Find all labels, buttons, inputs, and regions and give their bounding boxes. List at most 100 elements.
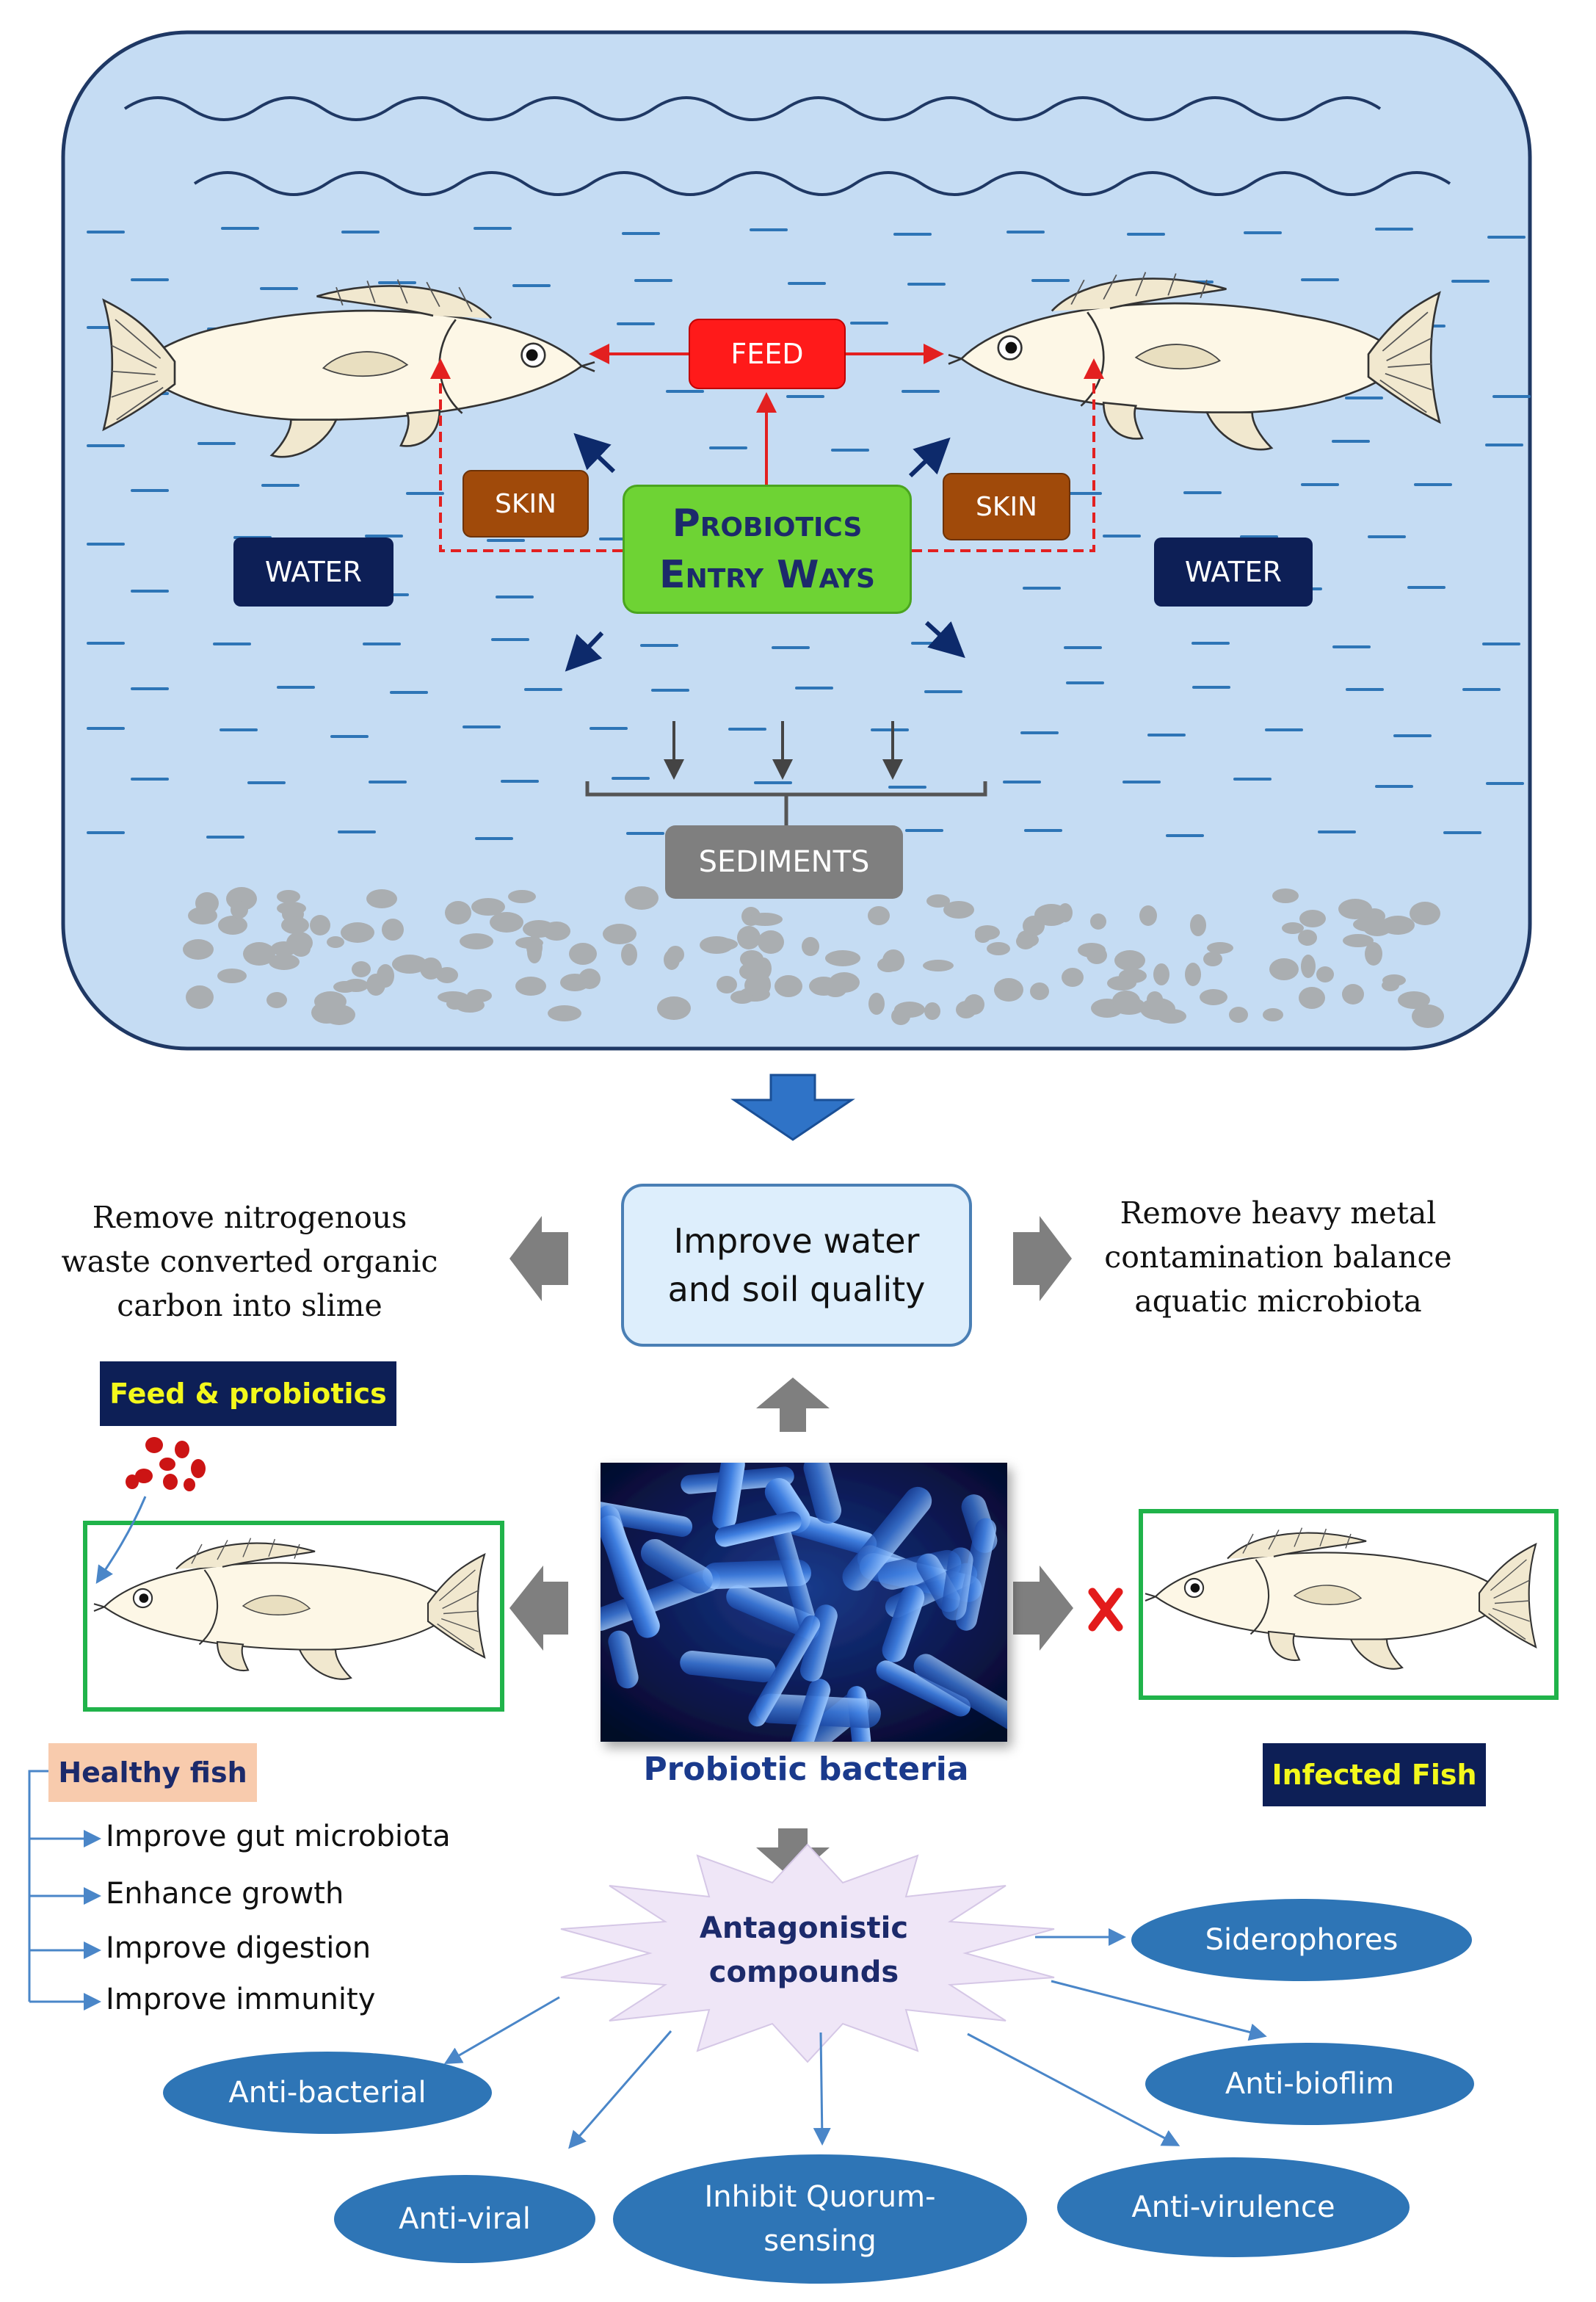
anti-virulence-label: Anti-virulence bbox=[1131, 2190, 1335, 2224]
sediment-dot bbox=[569, 943, 597, 965]
improve-quality-box: Improve water and soil quality bbox=[621, 1184, 972, 1347]
benefit-item: Improve gut microbiota bbox=[106, 1820, 451, 1853]
bacterium-rod bbox=[787, 1679, 831, 1742]
sediment-dot bbox=[243, 942, 275, 966]
feed-box: FEED bbox=[689, 319, 846, 389]
sediment-dot bbox=[490, 912, 523, 933]
water-left-label: WATER bbox=[264, 556, 363, 588]
sediment-dot bbox=[868, 906, 890, 925]
sediment-dot bbox=[755, 958, 772, 980]
skin-left-label: SKIN bbox=[494, 488, 556, 519]
probiotics-title-line1: Probiotics bbox=[672, 502, 863, 546]
bacterium-rod bbox=[601, 1515, 660, 1638]
bacterium-rod bbox=[941, 1547, 973, 1621]
sediment-dot bbox=[310, 915, 330, 935]
sediment-dot bbox=[183, 939, 214, 960]
sediment-dot bbox=[266, 992, 287, 1008]
probiotics-title-line2: Entry Ways bbox=[659, 553, 875, 597]
sediment-dot bbox=[730, 991, 754, 1004]
sediment-dot bbox=[1342, 984, 1364, 1005]
sediment-dot bbox=[1140, 998, 1175, 1020]
bacterium-rod bbox=[803, 1463, 842, 1524]
sediment-dot bbox=[471, 898, 505, 916]
bacterium-rod bbox=[714, 1511, 802, 1547]
sediment-dot bbox=[460, 933, 493, 949]
sediment-dot bbox=[926, 894, 950, 908]
antagonistic-arrows bbox=[443, 1928, 1267, 2149]
sediment-dot bbox=[1299, 987, 1325, 1009]
right-quality-text: Remove heavy metal contamination balance… bbox=[1104, 1195, 1452, 1319]
anti-virulence-ellipse bbox=[1057, 2157, 1410, 2257]
sediment-dot bbox=[515, 977, 546, 996]
bacterium-rod bbox=[913, 1654, 1007, 1731]
arrow-up-quality-icon bbox=[756, 1378, 830, 1432]
feed-pellets-icon bbox=[126, 1437, 206, 1491]
sediment-dot bbox=[1263, 1008, 1283, 1021]
sediment-dot bbox=[802, 937, 819, 956]
anti-viral-ellipse bbox=[334, 2175, 595, 2263]
sediment-dot bbox=[1298, 930, 1317, 946]
sediment-dot bbox=[1030, 982, 1049, 1000]
sediment-dot bbox=[1200, 989, 1227, 1005]
sediment-dot bbox=[975, 928, 991, 943]
improve-quality-line2: and soil quality bbox=[667, 1270, 926, 1309]
skin-left-dashed-arrow bbox=[430, 358, 623, 552]
sediment-dot bbox=[527, 941, 542, 963]
sediment-dot bbox=[1272, 888, 1299, 903]
sediment-dot bbox=[1062, 968, 1084, 987]
sediment-dot bbox=[218, 916, 247, 935]
sediment-dot bbox=[1316, 966, 1334, 982]
wave-line-bottom bbox=[193, 171, 1451, 196]
sediment-dot bbox=[868, 993, 885, 1015]
sediments-box: SEDIMENTS bbox=[665, 825, 903, 899]
sediment-dot bbox=[737, 926, 761, 949]
feed-probiotics-label: Feed & probiotics bbox=[109, 1378, 387, 1410]
sediment-dot bbox=[1410, 902, 1440, 925]
water-left-box: WATER bbox=[233, 538, 393, 607]
sediment-dot bbox=[924, 1002, 940, 1020]
sediment-dot bbox=[382, 919, 404, 941]
bacterium-rod bbox=[608, 1630, 639, 1689]
sediment-dot bbox=[1381, 916, 1415, 935]
blocked-x-icon bbox=[1088, 1588, 1123, 1632]
bacterium-rod bbox=[876, 1660, 971, 1717]
sediment-dot bbox=[548, 1005, 581, 1021]
arrow-to-left-water bbox=[565, 631, 604, 672]
sediment-dot bbox=[625, 886, 659, 910]
healthy-fish-badge: Healthy fish bbox=[48, 1743, 257, 1802]
arrow-down-antagonistic-icon bbox=[756, 1828, 830, 1880]
arrow-to-right-water bbox=[924, 620, 965, 659]
healthy-fish-label: Healthy fish bbox=[58, 1756, 247, 1789]
sediment-dot bbox=[352, 961, 371, 977]
sediment-dot bbox=[956, 1001, 976, 1018]
sediment-dot bbox=[1190, 914, 1206, 936]
sediment-dot bbox=[1398, 991, 1430, 1009]
siderophores-label: Siderophores bbox=[1205, 1923, 1399, 1957]
sediment-dot bbox=[377, 964, 394, 988]
bacterium-rod bbox=[726, 1585, 820, 1639]
water-dashes bbox=[87, 227, 1531, 840]
infected-fish-badge: Infected Fish bbox=[1263, 1743, 1486, 1806]
quorum-line1: Inhibit Quorum- bbox=[704, 2180, 936, 2214]
feed-label: FEED bbox=[730, 338, 804, 370]
water-right-box: WATER bbox=[1154, 538, 1313, 607]
arrow-to-left-fish bbox=[573, 432, 616, 474]
sediment-dot bbox=[1301, 955, 1316, 978]
sediment-dot bbox=[667, 946, 684, 963]
sediment-dot bbox=[717, 976, 737, 993]
sediment-dot bbox=[1139, 905, 1157, 926]
bacterium-rod bbox=[680, 1650, 776, 1683]
quorum-ellipse bbox=[613, 2154, 1027, 2284]
wave-line-top bbox=[123, 96, 1382, 121]
bacterium-rod bbox=[712, 1463, 745, 1530]
sediment-dot bbox=[1107, 976, 1136, 991]
sediment-dot bbox=[621, 944, 637, 966]
skin-right-box: SKIN bbox=[943, 473, 1070, 540]
sediment-dot bbox=[1153, 963, 1169, 985]
big-down-arrow-icon bbox=[730, 1074, 855, 1141]
sediment-dot bbox=[578, 969, 601, 989]
sediment-dot bbox=[1412, 1005, 1444, 1028]
arrow-right-quality-icon bbox=[1013, 1216, 1072, 1301]
infected-fish-label: Infected Fish bbox=[1272, 1759, 1477, 1791]
